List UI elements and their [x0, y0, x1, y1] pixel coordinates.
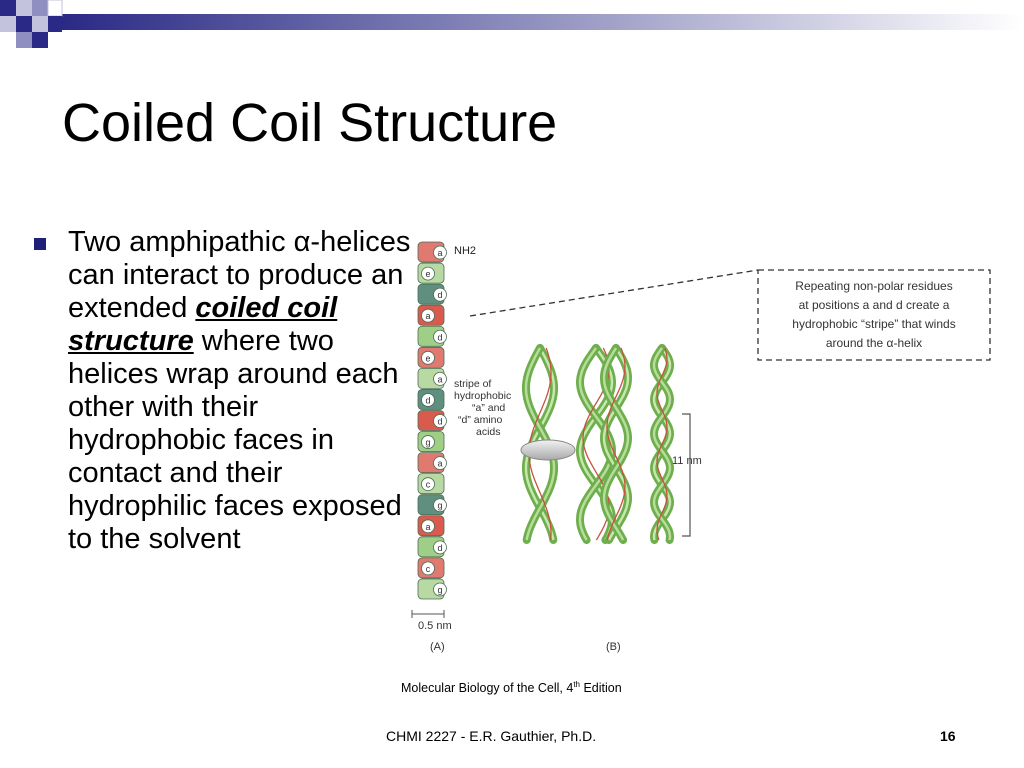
panel-label-a: (A): [430, 641, 445, 653]
residue-bubble: [433, 371, 447, 386]
citation-text: Molecular Biology of the Cell, 4: [401, 681, 574, 696]
residue-bubble: [421, 435, 435, 449]
cross-section-disk: [520, 439, 576, 461]
callout-line: Repeating non-polar residues: [795, 279, 952, 293]
stripe-label-line: stripe of: [454, 378, 491, 390]
stripe-label: stripe of hydrophobic “a” and “d” amino …: [454, 378, 511, 438]
residue-bubble: [421, 350, 435, 365]
residue-bubble: [421, 561, 435, 576]
helix-strand-highlight: [602, 347, 630, 541]
slide-title: Coiled Coil Structure: [62, 93, 558, 153]
bullet-marker-icon: [34, 238, 46, 250]
residue-bubble: [421, 266, 435, 281]
residue-letter: c: [426, 564, 431, 574]
residue-letter: d: [437, 543, 442, 553]
residue-letter: a: [437, 374, 442, 384]
callout-text: Repeating non-polar residues at position…: [792, 279, 955, 350]
residue-letter: a: [425, 522, 430, 532]
residue-letter: d: [437, 417, 442, 427]
helix-strand-highlight: [578, 347, 614, 541]
residue-letter: c: [426, 480, 431, 490]
slide-number: 16: [940, 728, 956, 744]
residue-bubble: [433, 582, 447, 597]
coiled-coil-figure: NH2 a e d a d e a d d g a c g a d c g stripe of hydropho…: [411, 241, 991, 653]
residue-letter: d: [437, 290, 442, 300]
scale-bracket-b: [682, 413, 691, 537]
callout-box: [757, 269, 991, 361]
residue-bubble: [433, 245, 447, 260]
residue-bubble: [421, 519, 435, 534]
panel-label-b: (B): [606, 641, 621, 653]
helix-strand-highlight: [602, 347, 630, 541]
bullet-text-intro: Two amphipathic α-helices can interact t…: [68, 226, 411, 324]
residue-letter: a: [437, 248, 442, 258]
residue-letter: e: [425, 353, 430, 363]
scale-label-b: 11 nm: [672, 455, 702, 467]
residue-bubble: [433, 456, 447, 471]
residue-letter: g: [425, 438, 430, 448]
stripe-label-line: “a” and: [472, 402, 505, 414]
hydrophobic-stripe: [606, 347, 626, 541]
stripe-label-line: “d” amino: [458, 414, 503, 426]
header-decoration: [0, 0, 1024, 48]
residue-letter: a: [425, 311, 430, 321]
callout-line: around the α-helix: [826, 336, 922, 350]
scale-label-a: 0.5 nm: [418, 620, 452, 632]
citation-text-end: Edition: [579, 681, 622, 696]
residue-letter: e: [425, 269, 430, 279]
residue-bubble: [433, 498, 447, 513]
residue-bubble: [433, 414, 447, 428]
figure-citation: Molecular Biology of the Cell, 4th Editi…: [401, 680, 622, 695]
residue-bubble: [433, 329, 447, 344]
hydrophobic-stripe: [656, 347, 668, 541]
residue-bubble: [433, 287, 447, 302]
citation-superscript: th: [573, 680, 580, 689]
residue-bubble: [421, 477, 435, 492]
bullet-text-rest: where two helices wrap around each other…: [68, 325, 402, 555]
callout-line: at positions a and d create a: [799, 298, 950, 312]
callout-leader-line: [469, 269, 759, 317]
stripe-label-line: hydrophobic: [454, 390, 511, 402]
residue-letter: g: [437, 501, 442, 511]
footer-text: CHMI 2227 - E.R. Gauthier, Ph.D.: [386, 728, 597, 744]
stripe-label-line: acids: [476, 426, 501, 438]
residue-bubble: [421, 393, 435, 407]
bullet-text: Two amphipathic α-helices can interact t…: [68, 226, 413, 556]
bullet-emphasis: coiled coil structure: [68, 292, 338, 357]
residue-letter: d: [425, 395, 430, 405]
nh2-label: NH2: [454, 245, 476, 257]
residue-letter: a: [437, 459, 442, 469]
residue-letter: d: [437, 332, 442, 342]
residue-letter: g: [437, 585, 442, 595]
residue-bubble: [421, 308, 435, 323]
helix-residue-labels: a e d a d e a d d g a c g a d c g: [421, 245, 447, 597]
residue-bubble: [433, 540, 447, 555]
callout-line: hydrophobic “stripe” that winds: [792, 317, 955, 331]
